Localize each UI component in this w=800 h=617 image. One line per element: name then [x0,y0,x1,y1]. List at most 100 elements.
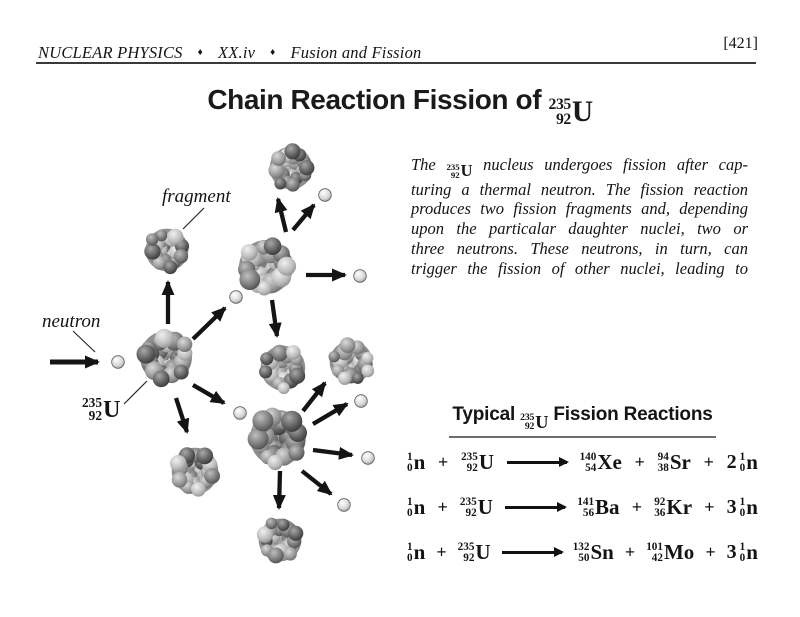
element-symbol: Mo [663,540,695,564]
arrow [301,381,327,413]
plus-sign: + [704,497,715,517]
arrow [272,470,286,510]
neutron-label: neutron [42,311,101,332]
nucleus-fragment-bottom [256,517,304,564]
element-symbol: n [413,450,426,474]
page-title-text: Chain Reaction Fission of [207,84,542,115]
mass-number: 132 [572,540,590,553]
element-symbol: U [103,395,121,423]
mass-number: 1 [739,540,746,553]
plus-sign: + [437,497,448,517]
mass-number: 235 [461,450,478,463]
plus-sign: + [634,452,645,472]
coefficient: 2 [726,451,737,473]
atomic-number: 50 [578,551,590,564]
nucleus-uranium-third [247,407,307,471]
header-rule [36,62,756,64]
mass-number: 235 [82,395,102,410]
mass-number: 141 [577,495,595,508]
nucleus-fragment-upper-left [144,228,190,275]
element-symbol: n [746,450,758,474]
element-symbol: n [413,540,426,564]
reaction-arrow-icon [505,502,568,513]
mass-number: 1 [407,495,413,508]
element-symbol: U [478,450,495,474]
page-number: [421] [723,35,758,52]
atomic-number: 92 [450,170,460,181]
plus-sign: + [705,542,716,562]
heading-prefix: Typical [452,404,516,425]
paragraph-line: produces two fission fragments and, depe… [411,199,748,219]
plus-sign: + [703,452,714,472]
coefficient: 3 [726,541,737,563]
element-symbol: U [571,96,593,129]
arrow [268,299,282,338]
element-symbol: Xe [597,450,622,474]
label-pointer-line [72,330,96,353]
neutron-sphere [233,406,247,420]
atomic-number: 92 [466,461,478,474]
coefficient: 3 [726,496,737,518]
paragraph-text: The [411,155,436,174]
arrow [300,469,333,496]
paragraph-line: upon the particalar daughter nuclei, two… [411,219,748,239]
arrow [173,397,190,434]
arrow [291,203,316,232]
neutron-sphere [361,451,375,465]
chain-reaction-diagram [50,143,375,564]
element-symbol: n [746,495,758,519]
atomic-number: 92 [463,551,475,564]
mass-number: 235 [446,162,460,172]
fragment-label: fragment [162,186,231,207]
mass-number: 235 [459,495,477,508]
atomic-number: 0 [739,461,746,474]
element-symbol: U [460,161,473,181]
atomic-number: 54 [585,461,597,474]
nucleus-fragment-top [268,143,315,192]
arrow [311,402,349,426]
mass-number: 1 [407,450,413,463]
neutron-sphere [354,394,368,408]
element-symbol: n [413,495,426,519]
nucleus-uranium-initial [136,328,193,388]
atomic-number: 42 [651,551,663,564]
diamond-icon: ♦ [270,47,276,58]
plus-sign: + [438,452,449,472]
neutron-sphere [318,188,332,202]
paragraph-line: three neutrons. These neutrons, in turn,… [411,239,748,259]
arrow [191,383,226,405]
mass-number: 140 [579,450,597,463]
neutron-sphere [111,355,125,369]
reaction-arrow-icon [506,457,569,468]
paragraph-line: trigger the fission of other nuclei, lea… [411,258,748,278]
atomic-number: 92 [88,407,102,423]
